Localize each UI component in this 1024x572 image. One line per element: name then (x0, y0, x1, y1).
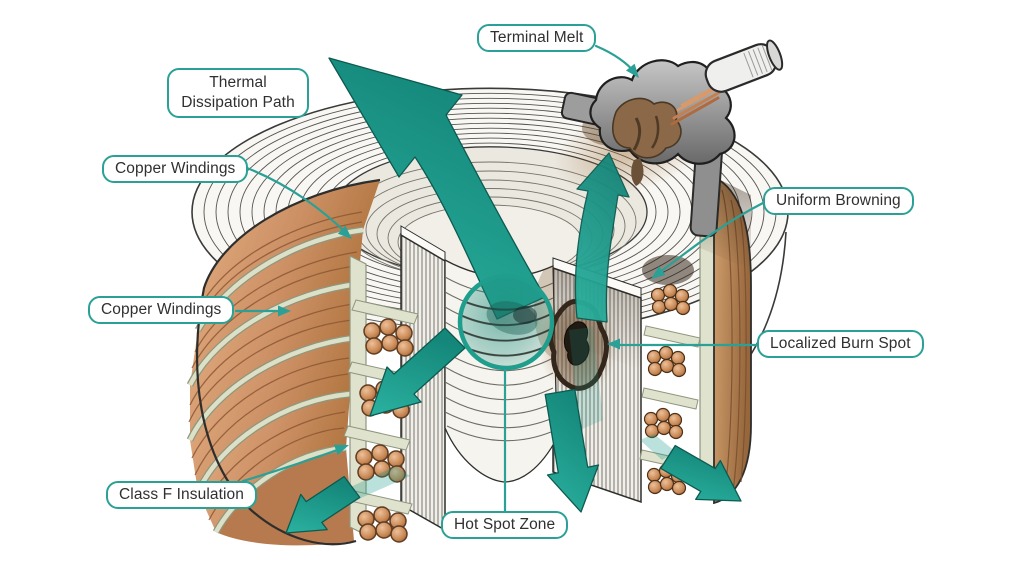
callout-copper-windings-top: Copper Windings (102, 155, 249, 183)
leader-terminal-melt (594, 44, 636, 74)
leader-uniform-browning (658, 201, 765, 274)
cable-sleeve (704, 39, 784, 93)
callout-uniform-browning: Uniform Browning (763, 187, 914, 215)
thermal-arrow-mid-left-down (369, 327, 466, 417)
callout-leaders (234, 44, 765, 513)
insulation-separators (186, 226, 364, 534)
thermal-arrow-bottom-right (660, 444, 742, 502)
thermal-arrows (285, 57, 742, 534)
leader-arrowheads (278, 63, 666, 455)
thermal-arrow-bottom-left (285, 475, 361, 534)
callout-class-f-insulation: Class F Insulation (106, 481, 257, 509)
leader-class-f-insulation (241, 447, 342, 483)
thermal-arrow-main-up-left (328, 57, 546, 320)
callout-hot-spot-zone: Hot Spot Zone (441, 511, 569, 539)
callout-localized-burn-spot: Localized Burn Spot (757, 330, 924, 358)
melted-insulation-goo (612, 97, 682, 159)
hot-spot-marker (457, 273, 555, 371)
callout-copper-windings-mid: Copper Windings (88, 296, 235, 324)
callout-thermal-dissipation-path: Thermal Dissipation Path (167, 68, 309, 118)
callout-terminal-melt: Terminal Melt (477, 24, 597, 52)
thermal-arrow-up-right (574, 152, 630, 323)
leader-copper-windings-top (245, 166, 348, 235)
thermal-arrow-channel-down (544, 388, 600, 513)
terminal-assembly (560, 39, 784, 238)
insulation-shelves (343, 299, 419, 515)
